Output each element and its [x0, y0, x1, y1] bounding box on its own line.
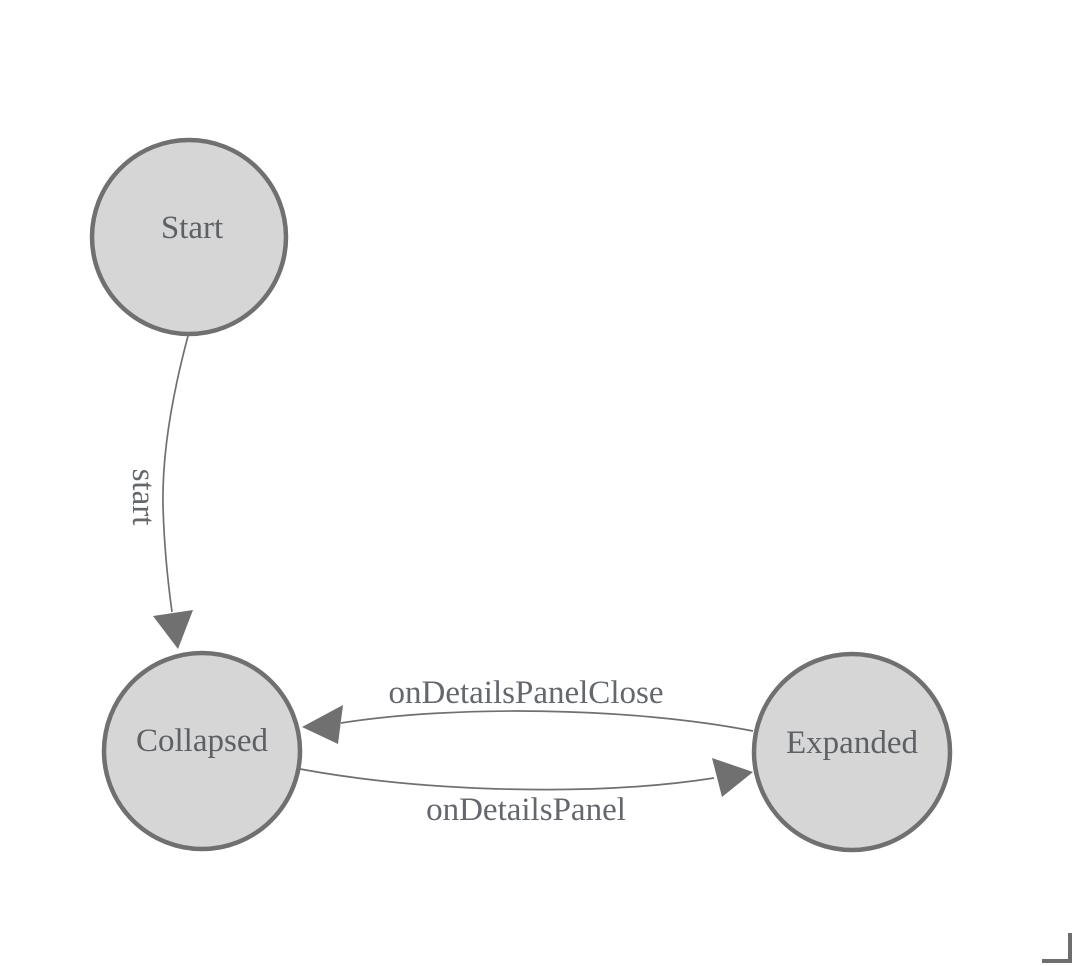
edge-start-to-collapsed: start	[125, 335, 193, 649]
node-expanded: Expanded	[751, 651, 953, 853]
edge-expanded-to-collapsed: onDetailsPanelClose	[302, 675, 754, 744]
edge-start-line	[162, 335, 189, 613]
node-collapsed: Collapsed	[101, 650, 303, 852]
arrowhead-left-icon	[302, 705, 343, 744]
arrowhead-right-icon	[712, 758, 753, 797]
node-start: Start	[89, 137, 289, 337]
node-expanded-label: Expanded	[786, 725, 918, 761]
edge-close-line	[340, 710, 754, 732]
node-expanded-circle	[751, 651, 953, 853]
node-collapsed-label: Collapsed	[136, 723, 268, 759]
edge-label-on-details-panel: onDetailsPanel	[426, 792, 626, 828]
node-start-label: Start	[161, 210, 223, 246]
node-start-circle	[89, 137, 289, 337]
corner-resize-mark	[1042, 933, 1072, 963]
edge-label-on-details-panel-close: onDetailsPanelClose	[389, 675, 664, 711]
node-collapsed-circle	[101, 650, 303, 852]
edge-collapsed-to-expanded: onDetailsPanel	[299, 758, 753, 828]
arrowhead-down-icon	[153, 610, 193, 649]
corner-mark-vertical	[1068, 933, 1072, 963]
edge-open-line	[299, 768, 715, 791]
corner-mark-horizontal	[1042, 959, 1072, 963]
edge-label-start: start	[125, 469, 161, 526]
